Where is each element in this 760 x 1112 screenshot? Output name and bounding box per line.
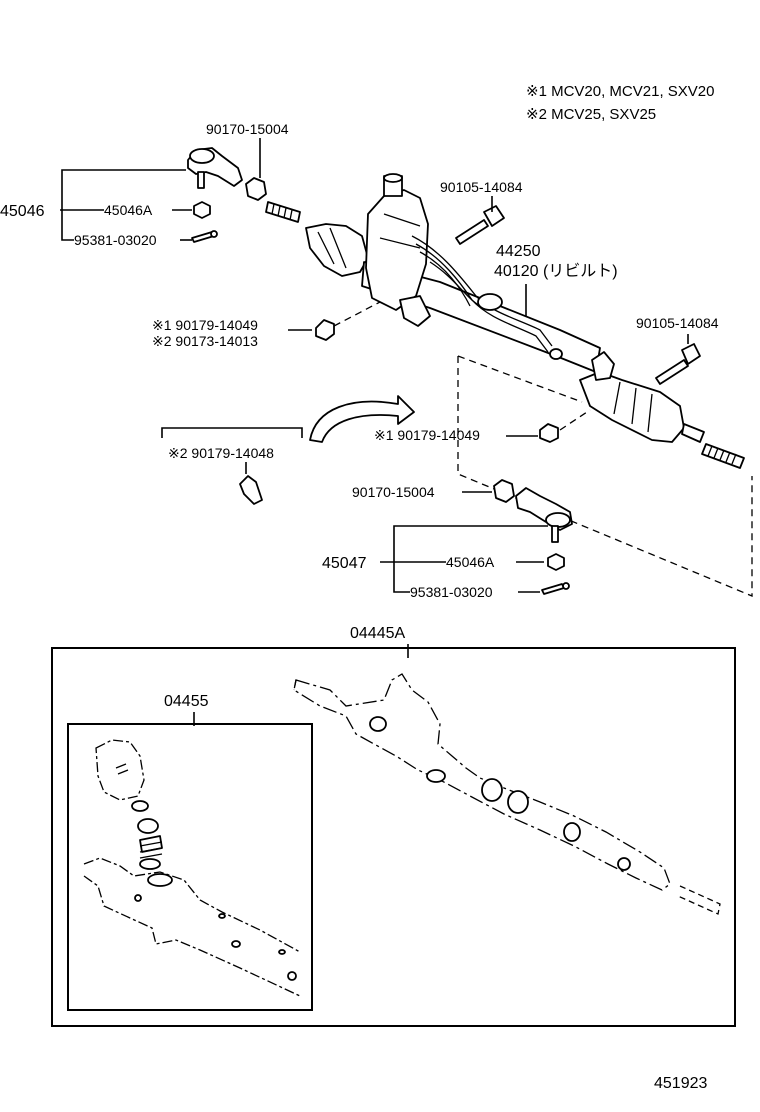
locking-nut-right <box>493 479 515 503</box>
figure-number: 451923 <box>654 1075 707 1092</box>
leader-90179-14049-a <box>333 301 381 327</box>
label-95381-03020-top: 95381-03020 <box>74 232 157 248</box>
label-90179-14049-a: ※1 90179-14049 <box>152 317 258 333</box>
seal-kit-pinion-parts <box>83 739 301 997</box>
castle-nut-left <box>193 201 211 219</box>
label-90170-15004-bottom: 90170-15004 <box>352 484 435 500</box>
label-45046A-bottom: 45046A <box>446 554 495 570</box>
dashed-enclosure-top <box>457 355 583 403</box>
kit-box-04455 <box>67 723 313 1011</box>
note-model-group-2: ※2 MCV25, SXV25 <box>526 106 656 123</box>
bolt-90105-top <box>455 205 505 245</box>
dashed-enclosure-right <box>457 356 753 597</box>
locking-nut-left <box>245 177 267 201</box>
label-45047: 45047 <box>322 555 367 572</box>
steering-rack-housing <box>305 173 745 469</box>
cotter-pin-right <box>541 582 570 595</box>
label-90170-15004-top: 90170-15004 <box>206 121 289 137</box>
label-45046: 45046 <box>0 203 45 220</box>
tie-rod-thread-left <box>265 201 301 223</box>
label-95381-03020-bottom: 95381-03020 <box>410 584 493 600</box>
label-90173-14013: ※2 90173-14013 <box>152 333 258 349</box>
bracket-45047-lower <box>393 562 410 593</box>
tie-rod-end-left <box>187 147 243 189</box>
label-90179-14049-b: ※1 90179-14049 <box>374 427 480 443</box>
bracket-90179-14048 <box>161 427 303 438</box>
nut-90179-14048 <box>239 475 263 505</box>
label-45046A-top: 45046A <box>104 202 153 218</box>
label-04445A: 04445A <box>350 625 405 642</box>
tie-rod-end-right <box>515 487 573 543</box>
cotter-pin-left <box>191 230 218 243</box>
bracket-45046-lower <box>61 210 74 241</box>
nut-90179-14049-right <box>539 423 559 443</box>
label-90105-14084-right: 90105-14084 <box>636 315 719 331</box>
label-90105-14084-top: 90105-14084 <box>440 179 523 195</box>
label-90179-14048: ※2 90179-14048 <box>168 445 274 461</box>
note-model-group-1: ※1 MCV20, MCV21, SXV20 <box>526 83 714 100</box>
bracket-45047 <box>393 525 548 562</box>
label-40120: 40120 (リビルト) <box>494 262 618 280</box>
seal-kit-rack-outline <box>293 673 721 915</box>
label-04455: 04455 <box>164 693 209 710</box>
kit-box-04445A <box>51 647 736 1027</box>
direction-arrow <box>309 395 415 443</box>
label-44250: 44250 <box>496 243 541 260</box>
bracket-45046 <box>61 169 186 210</box>
leader-90179-14049-b-dash <box>559 409 591 431</box>
nut-90179-14049-left <box>315 319 335 341</box>
castle-nut-right <box>547 553 565 571</box>
bolt-90105-right <box>655 343 701 385</box>
